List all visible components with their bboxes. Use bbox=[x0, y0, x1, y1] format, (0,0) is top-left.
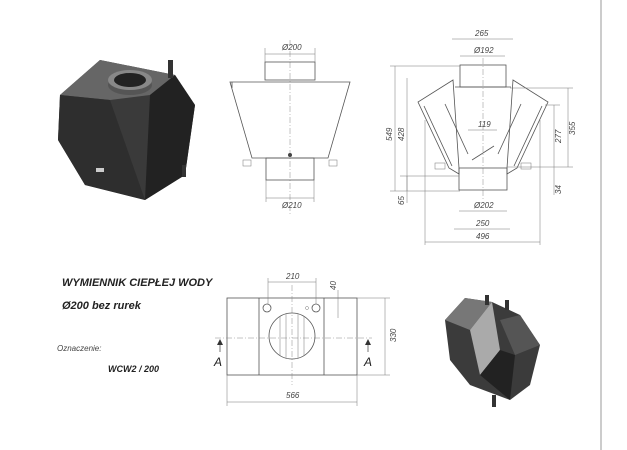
designation-label: Oznaczenie: bbox=[57, 344, 102, 353]
dim-side-total-height: 549 bbox=[385, 127, 394, 141]
section-mark-right: A bbox=[363, 355, 372, 369]
dim-side-top-diameter: Ø192 bbox=[473, 46, 494, 55]
dim-side-bottom-offset: 65 bbox=[397, 196, 406, 205]
dim-side-bottom-width: 250 bbox=[475, 219, 490, 228]
dim-top-depth: 330 bbox=[389, 328, 398, 342]
dim-front-bottom-diameter: Ø210 bbox=[281, 201, 302, 210]
render-3d-cutaway bbox=[445, 295, 540, 407]
dim-front-top-diameter: Ø200 bbox=[281, 43, 302, 52]
drawing-subtitle: Ø200 bez rurek bbox=[62, 300, 141, 312]
render-3d-closed bbox=[58, 60, 195, 200]
dim-side-total-width: 496 bbox=[476, 232, 490, 241]
dim-side-width-top: 265 bbox=[474, 29, 489, 38]
side-section-view: 265 Ø192 119 Ø202 250 496 549 428 65 355… bbox=[385, 29, 577, 245]
dim-top-hole-spacing: 210 bbox=[285, 272, 300, 281]
top-view: 210 40 330 566 A A bbox=[213, 272, 398, 406]
designation-value: WCW2 / 200 bbox=[108, 364, 160, 374]
dim-top-hole-offset: 40 bbox=[329, 281, 338, 290]
section-mark-left: A bbox=[213, 355, 222, 369]
dim-side-spigot-height: 34 bbox=[554, 185, 563, 194]
dim-side-inner-height: 277 bbox=[554, 129, 563, 144]
dim-side-inner-width: 119 bbox=[478, 120, 491, 129]
dim-side-body-height: 428 bbox=[397, 127, 406, 141]
drawing-title: WYMIENNIK CIEPŁEJ WODY bbox=[62, 277, 213, 289]
dim-side-right-height: 355 bbox=[568, 121, 577, 135]
dim-top-length: 566 bbox=[286, 391, 300, 400]
dim-side-bottom-diameter: Ø202 bbox=[473, 201, 494, 210]
front-view: Ø200 Ø210 bbox=[229, 40, 351, 215]
